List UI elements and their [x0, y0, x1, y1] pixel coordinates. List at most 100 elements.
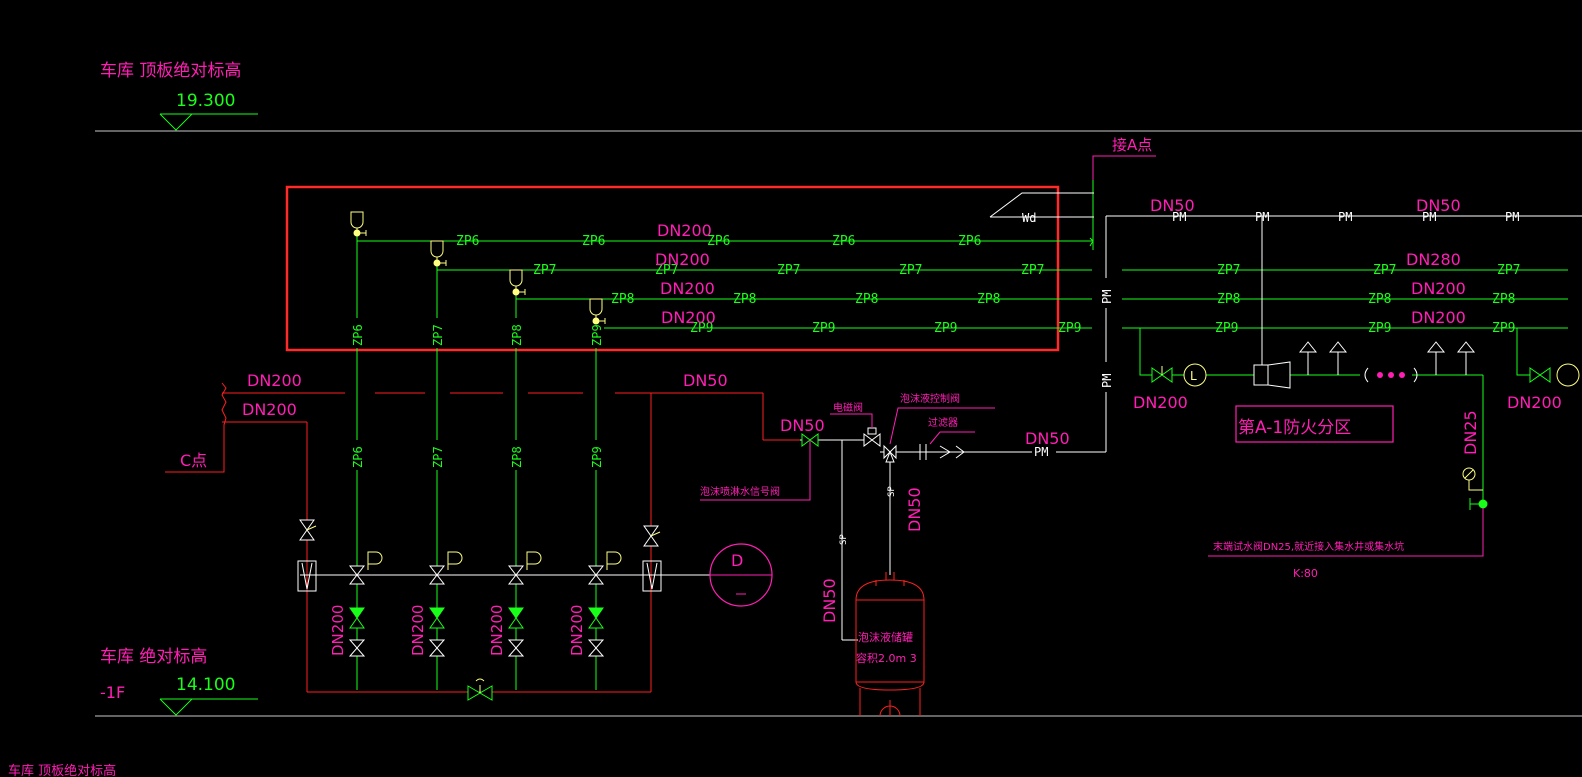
level-lines — [95, 130, 1582, 717]
dn200-label: DN200 — [655, 250, 710, 269]
pm-label: PM — [1505, 210, 1519, 224]
signal-valve-icon — [1529, 367, 1551, 383]
dn200-label: DN200 — [661, 308, 716, 327]
zp9-label: ZP9 — [934, 321, 957, 336]
pm-label: PM — [1422, 210, 1436, 224]
flexible-joint-icon — [297, 560, 317, 592]
foam-control-valve-label: 泡沫液控制阀 — [900, 392, 960, 405]
zp9-label: ZP9 — [1215, 321, 1238, 336]
flexible-joint-icon — [642, 560, 662, 592]
zp8-label: ZP8 — [977, 292, 1000, 307]
pm-labels: PM PM PM PM PM PM PM PM Wd — [1022, 210, 1519, 459]
pump-circle: D — [709, 543, 773, 607]
continuation-dots — [1377, 372, 1405, 378]
zp8-label: ZP8 — [1492, 292, 1515, 307]
riser-valve-set — [428, 551, 463, 657]
c-point-label: C点 — [180, 451, 207, 470]
dn50-label: DN50 — [1025, 429, 1070, 448]
zp7-label: ZP7 — [1021, 263, 1044, 278]
bypass-valve-icon — [467, 678, 493, 701]
zp9-label: ZP9 — [1058, 321, 1081, 336]
zone-box: 第A-1防火分区 — [1235, 405, 1394, 443]
test-valve-icon — [1462, 467, 1488, 509]
sp-labels: SP SP — [839, 486, 897, 545]
air-valve-icon — [350, 211, 367, 237]
zp9-label: ZP9 — [812, 321, 835, 336]
highlight-box — [285, 185, 1060, 352]
bottom-level-value: 14.100 — [176, 675, 235, 695]
dn50-vertical-label: DN50 — [820, 578, 839, 623]
filter-label: 过滤器 — [928, 416, 958, 429]
vertical-zp-labels: ZP6 ZP7 ZP8 ZP9 ZP6 ZP7 ZP8 ZP9 — [351, 324, 604, 468]
pump-letter: D — [731, 551, 743, 570]
flow-meter-icon — [1556, 363, 1580, 387]
zp8-vertical-label: ZP8 — [510, 446, 524, 468]
zp6-label: ZP6 — [958, 234, 981, 249]
zp9-vertical-label: ZP9 — [590, 324, 604, 346]
zp6-label: ZP6 — [456, 234, 479, 249]
foam-signal-valve-label: 泡沫喷淋水信号阀 — [700, 485, 780, 498]
valve-assembly-main — [297, 560, 710, 592]
dn25-vertical-label: DN25 — [1461, 410, 1480, 455]
air-release-valves — [350, 211, 606, 325]
riser-valves — [348, 551, 622, 657]
zp6-label: ZP6 — [707, 234, 730, 249]
zp7-label: ZP7 — [1373, 263, 1396, 278]
zp8-vertical-label: ZP8 — [510, 324, 524, 346]
riser-valve-set — [348, 551, 383, 657]
dn200-label: DN200 — [1507, 393, 1562, 412]
zp7-label: ZP7 — [1497, 263, 1520, 278]
zp8-label: ZP8 — [855, 292, 878, 307]
a-point-annotation: 接A点 — [1092, 136, 1156, 180]
control-valve-icon — [883, 444, 897, 463]
dn50-label: DN50 — [780, 416, 825, 435]
zp7-vertical-label: ZP7 — [431, 446, 445, 468]
solenoid-valve-icon — [863, 427, 881, 447]
pm-vertical-label: PM — [1100, 290, 1114, 304]
foam-annotations: 泡沫喷淋水信号阀 电磁阀 泡沫液控制阀 过滤器 — [700, 392, 995, 501]
dn200-label: DN200 — [1411, 279, 1466, 298]
foam-dn-labels: DN50 DN50 DN50 DN50 — [780, 416, 1070, 623]
dn50-vertical-label: DN50 — [905, 487, 924, 532]
signal-valve-icon — [801, 433, 819, 447]
zp9-label: ZP9 — [1368, 321, 1391, 336]
zp6-label: ZP6 — [582, 234, 605, 249]
pm-label: PM — [1338, 210, 1352, 224]
dn200-vertical-label: DN200 — [329, 605, 347, 656]
zp7-label: ZP7 — [899, 263, 922, 278]
k-value-label: K:80 — [1293, 567, 1318, 580]
zp8-label: ZP8 — [1217, 292, 1240, 307]
gate-valve-icon — [299, 519, 317, 541]
right-dn-labels: DN200 DN200 DN25 — [1133, 393, 1562, 455]
meter-letter: L — [1190, 369, 1197, 383]
wd-label: Wd — [1022, 211, 1036, 225]
top-dn50-labels: DN50 DN50 — [1150, 196, 1461, 215]
cut-off-level-label: 车库 顶板绝对标高 — [8, 763, 116, 777]
pm-vertical-label: PM — [1100, 374, 1114, 388]
sp-label: SP — [887, 486, 897, 497]
dn200-label: DN200 — [242, 400, 297, 419]
foam-section-pipes — [800, 192, 1582, 641]
zp7-label: ZP7 — [655, 263, 678, 278]
air-valve-icon — [589, 298, 606, 325]
bottom-floor-label: -1F — [100, 683, 125, 702]
end-test-note: 末端试水阀DN25,就近接入集水井或集水坑 K:80 — [1208, 508, 1484, 580]
dn50-label: DN50 — [1416, 196, 1461, 215]
dn200-label: DN200 — [1133, 393, 1188, 412]
sp-label: SP — [839, 534, 849, 545]
flow-meter-icon: L — [1183, 363, 1207, 387]
zp-horizontal-pipes — [357, 180, 1568, 329]
sprinkler-heads — [1298, 341, 1476, 375]
zone-label: 第A-1防火分区 — [1238, 418, 1351, 438]
top-elevation-marker: 车库 顶板绝对标高 19.300 — [100, 61, 258, 131]
red-pipe-labels: DN200 DN200 DN50 C点 — [180, 371, 728, 470]
dn200-vertical-label: DN200 — [568, 605, 586, 656]
zp6-vertical-label: ZP6 — [351, 446, 365, 468]
pm-label: PM — [1172, 210, 1186, 224]
zp-labels: ZP6 ZP6 ZP6 ZP6 ZP6 ZP7 ZP7 ZP7 ZP7 ZP7 … — [456, 234, 1520, 336]
dn50-label: DN50 — [1150, 196, 1195, 215]
riser-valve-set — [507, 551, 542, 657]
zp6-vertical-label: ZP6 — [351, 324, 365, 346]
bottom-elevation-marker: 车库 绝对标高 14.100 -1F — [100, 647, 258, 716]
